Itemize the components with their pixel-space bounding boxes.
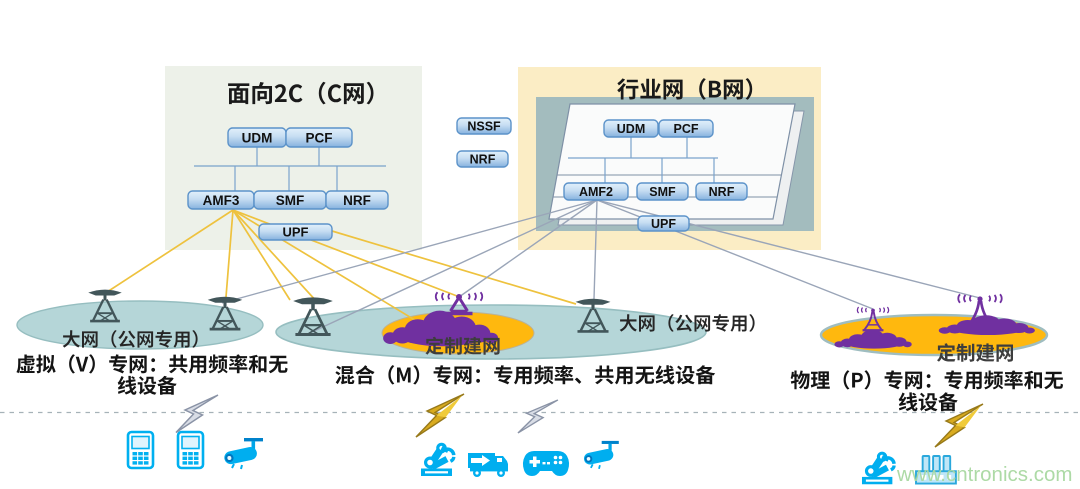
svg-text:UPF: UPF [651, 217, 676, 231]
svg-text:PCF: PCF [674, 122, 699, 136]
svg-text:UDM: UDM [617, 122, 645, 136]
svg-text:AMF2: AMF2 [579, 185, 613, 199]
svg-text:AMF3: AMF3 [203, 193, 240, 208]
svg-text:UPF: UPF [283, 225, 309, 240]
svg-text:PCF: PCF [306, 130, 333, 145]
svg-text:NRF: NRF [343, 193, 371, 208]
svg-text:UDM: UDM [242, 130, 273, 145]
svg-text:SMF: SMF [649, 185, 676, 199]
svg-text:SMF: SMF [276, 193, 305, 208]
svg-text:NRF: NRF [709, 185, 735, 199]
svg-text:NRF: NRF [470, 153, 496, 167]
svg-text:www.cntronics.com: www.cntronics.com [896, 463, 1072, 486]
svg-text:NSSF: NSSF [467, 120, 501, 134]
